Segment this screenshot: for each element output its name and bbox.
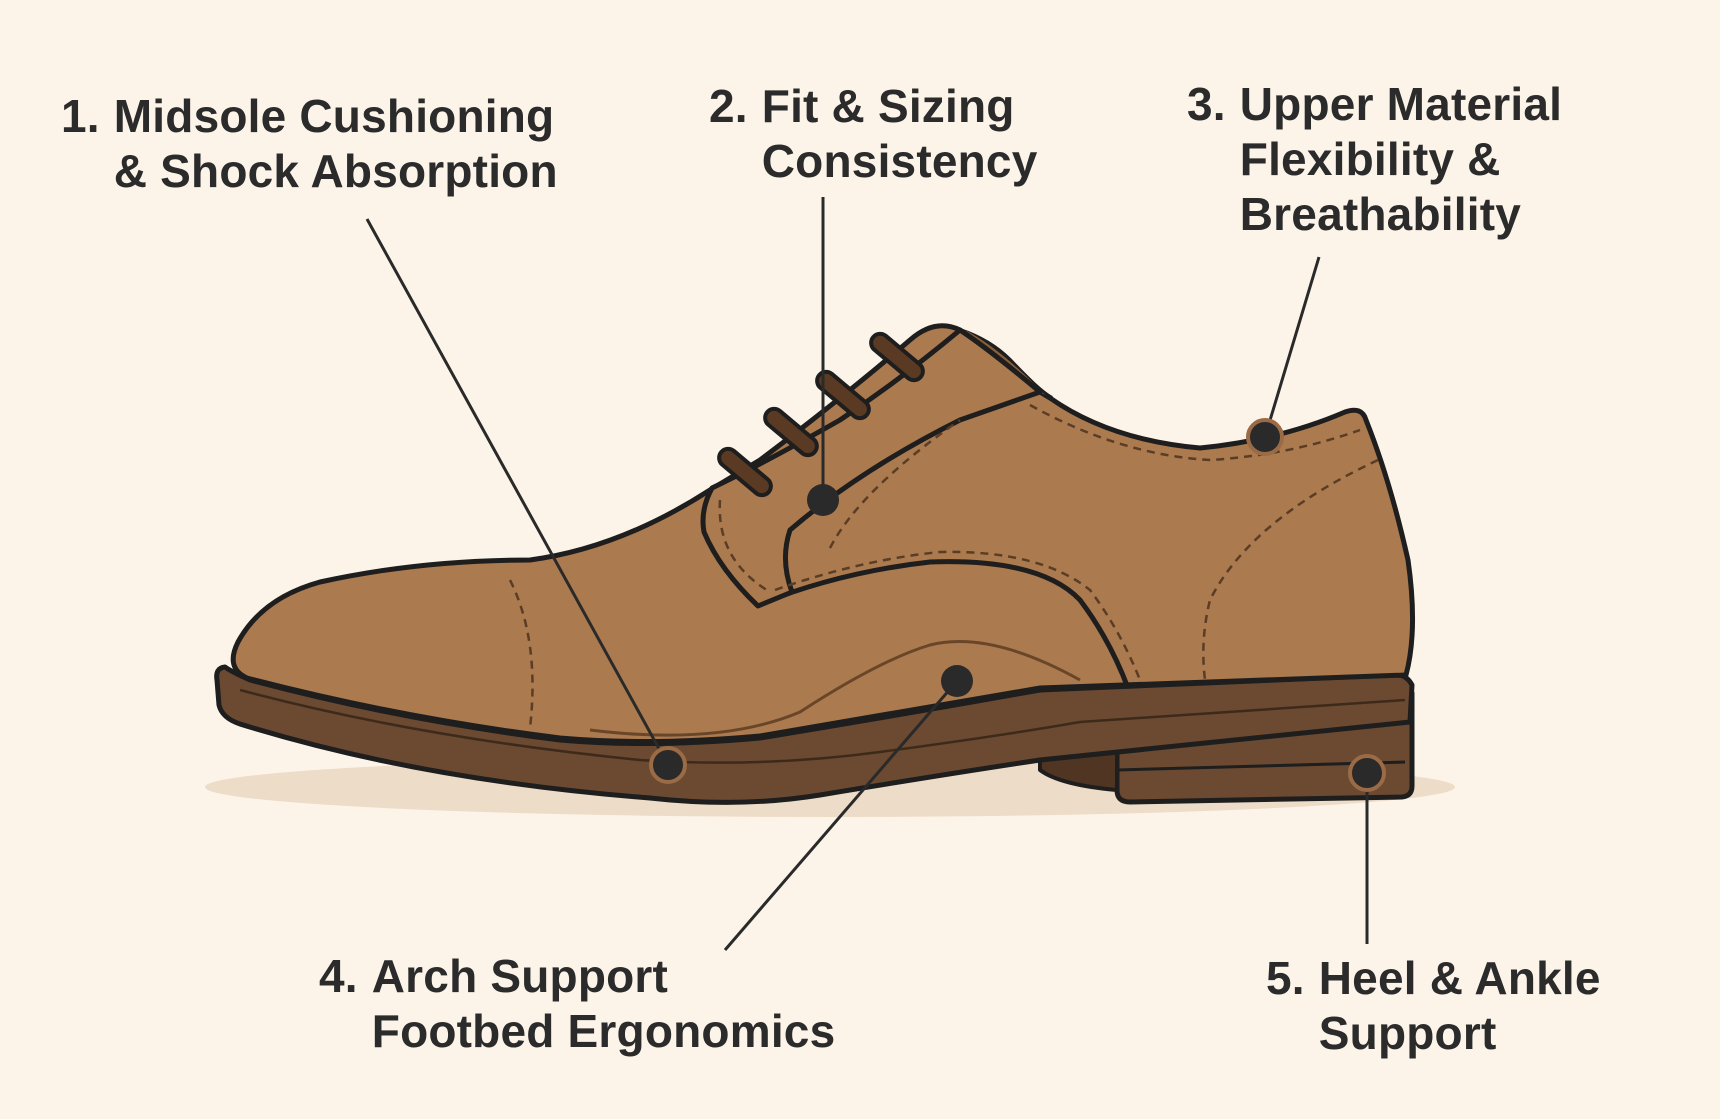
lace-2 <box>763 406 819 458</box>
arch-curve <box>589 640 1081 737</box>
vamp-stitch <box>774 550 1142 681</box>
callout-label-line: Fit & Sizing <box>761 80 1015 132</box>
lace-4 <box>869 331 925 383</box>
callout-label-line: Footbed Ergonomics <box>371 1005 836 1057</box>
callout-number: 4. <box>319 950 358 1002</box>
lace-3 <box>815 369 871 421</box>
leader-line-1 <box>365 218 670 766</box>
callout-number: 3. <box>1187 78 1226 130</box>
callout-arch-support: 4. Arch Support Footbed Ergonomics <box>319 949 835 1059</box>
callout-upper-material: 3. Upper Material Flexibility & Breathab… <box>1187 77 1562 242</box>
leader-line-3 <box>1263 256 1321 438</box>
marker-1 <box>649 746 687 784</box>
leader-lines <box>365 197 1369 951</box>
back-counter-stitch <box>1202 458 1379 681</box>
callout-number: 5. <box>1266 952 1305 1004</box>
sole-welt-line <box>239 688 1406 764</box>
marker-3 <box>1246 418 1284 456</box>
callout-label-line: & Shock Absorption <box>113 145 558 197</box>
callout-label-line: Heel & Ankle <box>1318 952 1601 1004</box>
callout-label-line: Flexibility & <box>1239 133 1501 185</box>
callout-label-line: Upper Material <box>1239 78 1563 130</box>
markers <box>649 418 1386 792</box>
callout-label-line: Breathability <box>1239 188 1521 240</box>
callout-midsole-cushioning: 1. Midsole Cushioning & Shock Absorption <box>61 89 558 199</box>
leader-line-4 <box>723 680 959 951</box>
lace-1 <box>717 446 773 498</box>
marker-5 <box>1348 754 1386 792</box>
callout-heel-ankle: 5. Heel & Ankle Support <box>1266 951 1601 1061</box>
marker-2 <box>807 484 839 516</box>
callout-number: 2. <box>709 80 748 132</box>
quarter-panel-line <box>759 559 1131 689</box>
callout-label-line: Midsole Cushioning <box>113 90 555 142</box>
callout-label-line: Consistency <box>761 135 1038 187</box>
callout-fit-sizing: 2. Fit & Sizing Consistency <box>709 79 1038 189</box>
shoe-laces <box>717 331 925 498</box>
topline-stitch <box>1029 403 1361 462</box>
quarter-stitch <box>828 418 961 549</box>
callout-label-line: Arch Support <box>371 950 669 1002</box>
callout-number: 1. <box>61 90 100 142</box>
eyestay-stitch <box>718 499 771 594</box>
callout-label-line: Support <box>1318 1007 1497 1059</box>
marker-4 <box>941 665 973 697</box>
eyestay-flap <box>700 327 1043 609</box>
toe-cap-stitch <box>508 579 534 729</box>
